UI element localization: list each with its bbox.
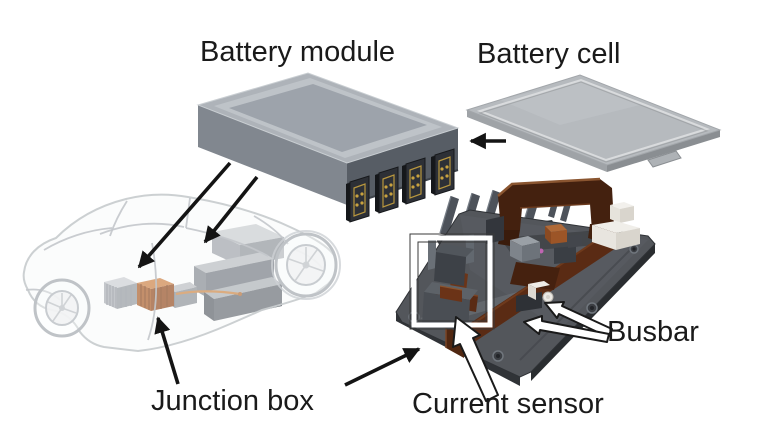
label-junction-box: Junction box: [151, 385, 314, 417]
cell-terminal-tab: [647, 150, 682, 168]
car-orange-cable: [175, 290, 241, 296]
current-sensor-highlight-box: [409, 233, 495, 330]
busbar-arrow-lower: [523, 315, 610, 343]
battery-cell-illustration: [465, 74, 722, 172]
busbar-top-loop: [498, 179, 614, 231]
current-sensor-arrow: [452, 316, 499, 402]
label-battery-module: Battery module: [200, 36, 396, 68]
arrow-label-to-car-junction-box: [154, 316, 180, 385]
junction-box-illustration: [395, 177, 656, 386]
car-wheels: [33, 230, 341, 338]
black-arrows: [137, 132, 506, 387]
arrow-module-to-car-front: [137, 161, 232, 269]
arrow-label-to-junction-box: [344, 347, 421, 387]
battery-module-illustration: [196, 72, 460, 223]
module-connectors: [346, 148, 455, 223]
label-current-sensor: Current sensor: [412, 388, 604, 420]
ev-car-illustration: [22, 193, 341, 353]
arrow-module-to-car-rear: [203, 175, 259, 244]
white-connectors: [528, 202, 640, 303]
busbar-arrow-upper: [544, 301, 613, 338]
label-battery-cell: Battery cell: [477, 38, 621, 70]
label-busbar: Busbar: [607, 316, 699, 348]
callout-arrows: [452, 301, 613, 402]
module-left-face: [198, 105, 347, 205]
module-top-recess: [229, 84, 427, 152]
